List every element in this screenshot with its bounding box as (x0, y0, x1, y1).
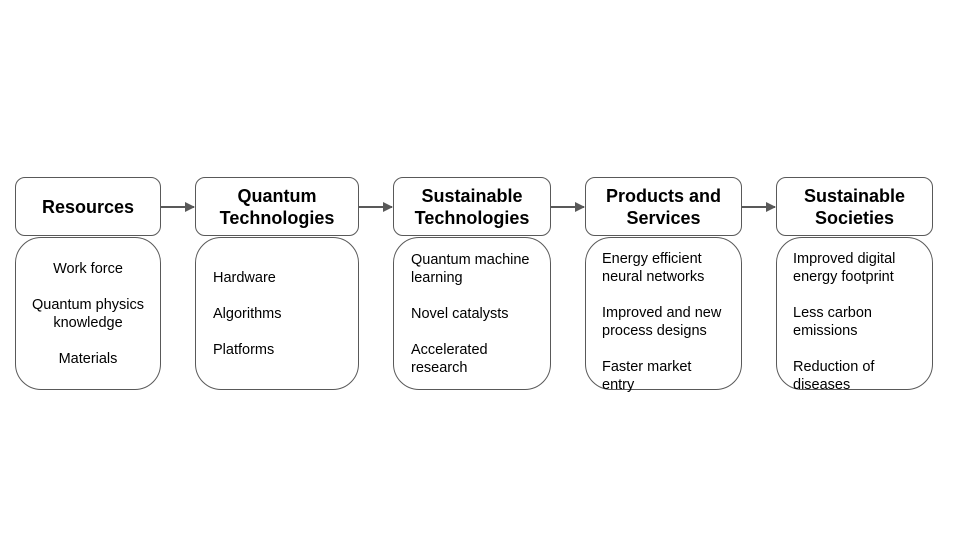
list-item: Less carbon emissions (793, 305, 872, 339)
stage-title: Products and Services (605, 185, 721, 228)
list-item: Hardware (213, 269, 276, 286)
list-item: Improved and new process designs (602, 305, 722, 339)
stage-quantum-technologies-body: Hardware Algorithms Platforms (195, 237, 359, 390)
list-item: Faster market entry (602, 359, 692, 393)
list-item: Work force (53, 260, 123, 277)
stage-products-services-header: Products and Services (585, 177, 742, 236)
list-item: Energy efficient neural networks (602, 251, 705, 285)
list-item: Quantum machine learning (411, 251, 530, 286)
stage-sustainable-societies-header: Sustainable Societies (776, 177, 933, 236)
list-item: Accelerated research (411, 341, 488, 376)
list-item: Platforms (213, 341, 275, 358)
list-item: Improved digital energy footprint (793, 251, 896, 285)
list-item: Materials (58, 350, 118, 367)
list-item: Algorithms (213, 305, 282, 322)
stage-title: Sustainable Technologies (414, 185, 530, 228)
stage-title: Quantum Technologies (219, 185, 335, 228)
stage-title: Resources (41, 196, 135, 217)
stage-resources-body: Work force Quantum physics knowledge Mat… (15, 237, 161, 390)
list-item: Novel catalysts (411, 305, 509, 322)
list-item: Reduction of diseases (793, 359, 875, 393)
stage-title: Sustainable Societies (803, 185, 906, 228)
stage-quantum-technologies-header: Quantum Technologies (195, 177, 359, 236)
stage-resources-header: Resources (15, 177, 161, 236)
list-item: Quantum physics knowledge (31, 296, 145, 331)
stage-sustainable-technologies-body: Quantum machine learning Novel catalysts… (393, 237, 551, 390)
stage-products-services-body: Energy efficient neural networks Improve… (585, 237, 742, 393)
stage-sustainable-technologies-header: Sustainable Technologies (393, 177, 551, 236)
stage-sustainable-societies-body: Improved digital energy footprint Less c… (776, 237, 933, 393)
